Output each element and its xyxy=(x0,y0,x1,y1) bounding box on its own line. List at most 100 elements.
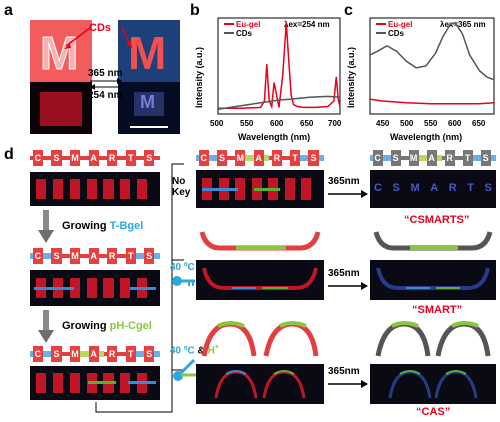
scale-bar xyxy=(130,126,168,128)
strip-block: S xyxy=(217,150,228,166)
step-1-prefix: Growing xyxy=(62,220,110,232)
legend-eu: Eu-gel xyxy=(388,20,412,29)
blue-gel-link xyxy=(34,287,74,290)
gel-block xyxy=(52,373,63,393)
blue-gel-link xyxy=(128,381,156,384)
panel-a-label: a xyxy=(4,2,13,19)
glow-letter: C xyxy=(374,182,382,194)
curled-glow-2 xyxy=(214,370,306,399)
x-ticks: 500 550 600 650 700 xyxy=(210,119,342,128)
step-1-label: Growing T-Bgel xyxy=(62,220,143,232)
letter-m-dim: M xyxy=(140,92,155,112)
down-arrow-1 xyxy=(38,210,54,243)
strip-block: A xyxy=(88,346,99,362)
gel-block xyxy=(137,179,148,199)
key-icon-blue xyxy=(172,276,195,286)
glow-letter: S xyxy=(484,182,492,194)
result-3: “CAS” xyxy=(416,406,451,418)
photo-red-m-daylight: M xyxy=(30,20,92,82)
uv-arrow-2 xyxy=(328,282,368,290)
curled-glow-r2 xyxy=(388,370,478,399)
glow-letter: T xyxy=(467,182,474,194)
middle-schematic-curled-1 xyxy=(199,231,321,251)
strip-block: T xyxy=(125,346,136,362)
gel-block xyxy=(103,179,114,199)
gel-block xyxy=(284,178,295,200)
strip-block: M xyxy=(235,150,246,166)
blue-gel-link xyxy=(130,287,156,290)
gel-block xyxy=(86,179,97,199)
x-tick: 550 xyxy=(424,119,438,128)
strip-block: A xyxy=(88,248,99,264)
y-axis-label: Intensity (a.u.) xyxy=(194,47,204,108)
strip-block: M xyxy=(408,150,419,166)
x-ticks: 450 500 550 600 650 xyxy=(376,119,486,128)
result-1: “CSMARTS” xyxy=(404,214,470,226)
middle-photo-1 xyxy=(196,170,324,208)
gel-block xyxy=(235,178,246,200)
panel-b-label: b xyxy=(190,2,200,19)
glow-letter: S xyxy=(392,182,400,194)
key-temp-ph: 40 ºC & H+ xyxy=(170,344,219,356)
strip-block: C xyxy=(198,150,209,166)
strip-block: S xyxy=(480,150,491,166)
uv-arrow-3 xyxy=(328,380,368,388)
strip-block: R xyxy=(271,150,282,166)
key-ph-sup: + xyxy=(214,344,219,351)
right-photo-3 xyxy=(370,364,496,404)
blue-gel-link xyxy=(202,188,238,191)
series-line-eu-gel xyxy=(369,98,495,105)
green-gel-link xyxy=(88,381,116,384)
right-schematic-curled-1 xyxy=(373,231,493,251)
strip-block: A xyxy=(253,150,264,166)
x-tick: 600 xyxy=(448,119,462,128)
photo-strip-3 xyxy=(30,366,160,400)
legend-cds: CDs xyxy=(388,29,405,38)
curled-glow-r xyxy=(376,267,490,290)
strip-block: S xyxy=(308,150,319,166)
step-2-prefix: Growing xyxy=(62,320,110,332)
photo-m-on-blue: M xyxy=(118,20,180,82)
series-line-cds xyxy=(217,95,341,110)
chart-b: Intensity (a.u.) Wavelength (nm) Eu-gel … xyxy=(194,17,342,142)
gel-block xyxy=(103,277,114,299)
step-1-gel: T-Bgel xyxy=(109,220,144,232)
y-axis-label: Intensity (a.u.) xyxy=(346,47,356,108)
photo-red-glow-365 xyxy=(30,82,92,134)
key-none-bottom: Key xyxy=(172,187,191,198)
strip-block: S xyxy=(390,150,401,166)
uv-label-1: 365nm xyxy=(328,176,360,187)
strip-gel-segment xyxy=(196,155,226,161)
x-axis-label: Wavelength (nm) xyxy=(390,132,462,142)
key-amp: & xyxy=(194,345,208,357)
photo-strip-2 xyxy=(30,270,160,306)
gel-block xyxy=(120,179,131,199)
middle-photo-3 xyxy=(196,364,324,404)
gel-block xyxy=(36,373,47,393)
excitation-label: λex=365 nm xyxy=(440,20,486,29)
cds-arrows xyxy=(64,27,132,49)
strip-block: S xyxy=(144,150,155,166)
strip-block: R xyxy=(107,248,118,264)
legend-eu: Eu-gel xyxy=(236,20,260,29)
strip-block: S xyxy=(51,150,62,166)
x-tick: 550 xyxy=(240,119,254,128)
step-2-gel: pH-Cgel xyxy=(109,320,152,332)
gel-block xyxy=(52,179,63,199)
x-tick: 450 xyxy=(376,119,390,128)
curled-glow xyxy=(202,267,318,290)
x-tick: 700 xyxy=(328,119,342,128)
legend-cds: CDs xyxy=(236,29,253,38)
gel-block xyxy=(301,178,312,200)
right-photo-2 xyxy=(370,260,496,300)
strip-block: S xyxy=(144,346,155,362)
result-2: “SMART” xyxy=(412,304,463,316)
down-arrow-2 xyxy=(38,310,54,343)
strip-gel-segment xyxy=(370,155,399,161)
key-icon-double xyxy=(173,358,196,381)
gel-block xyxy=(86,277,97,299)
